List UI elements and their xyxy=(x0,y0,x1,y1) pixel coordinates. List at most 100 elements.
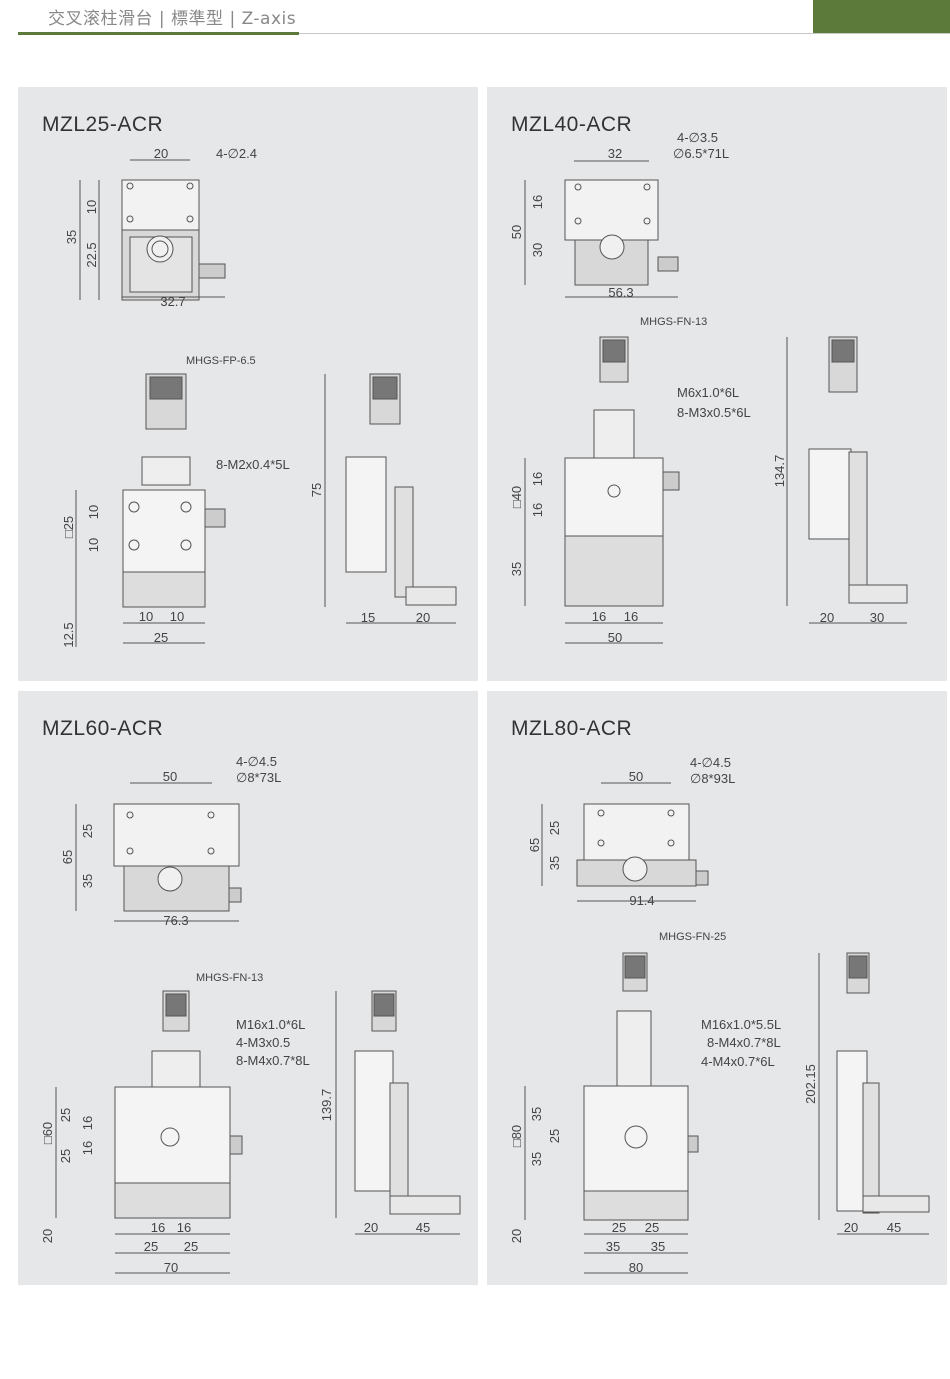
micrometer-label: MHGS-FN-13 xyxy=(196,972,263,984)
dim-overall: 56.3 xyxy=(608,285,633,300)
holes2-label: 4-M4x0.7*6L xyxy=(701,1054,775,1069)
dim-w3: 25 xyxy=(144,1239,158,1254)
dim-v2: 25 xyxy=(547,1129,562,1143)
panel-mzl25: MZL25-ACR 20 4-∅2.4 10 22.5 35 32.7 MHGS… xyxy=(18,87,478,681)
dim-w2: 10 xyxy=(170,609,184,624)
dim-v1: 25 xyxy=(58,1108,73,1122)
dim-sq: □40 xyxy=(509,486,524,508)
labels-mzl60: 50 4-∅4.5 ∅8*73L 25 35 65 76.3 MHGS-FN-1… xyxy=(40,754,430,1275)
holes-label: 8-M2x0.4*5L xyxy=(216,457,290,472)
dim-side-w2: 45 xyxy=(416,1220,430,1235)
holes-label: 8-M3x0.5*6L xyxy=(677,405,751,420)
panel-mzl40: MZL40-ACR 32 4-∅3.5 ∅6.5*71L 16 30 50 56… xyxy=(487,87,947,681)
micrometer-label: MHGS-FN-25 xyxy=(659,931,726,943)
dim-bottom: 12.5 xyxy=(61,622,76,647)
dim-total-w: 25 xyxy=(154,630,168,645)
dim-w2: 25 xyxy=(645,1220,659,1235)
labels-mzl40: 32 4-∅3.5 ∅6.5*71L 16 30 50 56.3 MHGS-FN… xyxy=(509,130,884,645)
dim-overall: 76.3 xyxy=(163,913,188,928)
dim-v1: 16 xyxy=(530,472,545,486)
holes-label: 8-M4x0.7*8L xyxy=(707,1035,781,1050)
dim-sq: □60 xyxy=(40,1122,55,1144)
dim-v3: 35 xyxy=(529,1152,544,1166)
dim-total: 35 xyxy=(64,230,79,244)
thread-label: M6x1.0*6L xyxy=(677,385,739,400)
dim-total-w: 80 xyxy=(629,1260,643,1275)
holes-label: 4-M3x0.5 xyxy=(236,1035,290,1050)
dim-side-w2: 30 xyxy=(870,610,884,625)
dim-w4: 35 xyxy=(651,1239,665,1254)
dim-h1: 25 xyxy=(80,824,95,838)
dim-w3: 35 xyxy=(606,1239,620,1254)
header-color-block xyxy=(813,0,950,33)
dim-v1: 35 xyxy=(529,1107,544,1121)
panel-mzl60: MZL60-ACR 50 4-∅4.5 ∅8*73L 25 35 65 76.3… xyxy=(18,691,478,1285)
dim-side-height: 139.7 xyxy=(319,1089,334,1122)
dim-side-w2: 20 xyxy=(416,610,430,625)
dim-w1: 10 xyxy=(139,609,153,624)
thread-label: M16x1.0*6L xyxy=(236,1017,305,1032)
dim-side-w1: 15 xyxy=(361,610,375,625)
dim-h2: 30 xyxy=(530,243,545,257)
dim-holes2: ∅8*93L xyxy=(690,771,735,786)
dim-top-width: 50 xyxy=(163,769,177,784)
labels-mzl25: 20 4-∅2.4 10 22.5 35 32.7 MHGS-FP-6.5 8-… xyxy=(61,146,430,648)
dim-holes: 4-∅4.5 xyxy=(236,754,277,769)
dim-w4: 25 xyxy=(184,1239,198,1254)
dim-side-height: 202.15 xyxy=(803,1064,818,1104)
dim-w2: 16 xyxy=(177,1220,191,1235)
dim-h1: 10 xyxy=(84,200,99,214)
dim-h2: 35 xyxy=(80,874,95,888)
dim-w1: 25 xyxy=(612,1220,626,1235)
dim-total-w: 70 xyxy=(164,1260,178,1275)
dim-top-width: 20 xyxy=(154,146,168,161)
dim-v4: 25 xyxy=(58,1149,73,1163)
dim-v3: 16 xyxy=(80,1141,95,1155)
dim-h2: 35 xyxy=(547,856,562,870)
dim-bottom: 35 xyxy=(509,562,524,576)
dim-overall: 91.4 xyxy=(629,893,654,908)
panel-title: MZL80-ACR xyxy=(511,717,633,740)
labels-mzl80: 50 4-∅4.5 ∅8*93L 25 35 65 91.4 MHGS-FN-2… xyxy=(509,755,901,1275)
dim-holes: 4-∅4.5 xyxy=(690,755,731,770)
drawing-mzl25 xyxy=(75,159,457,647)
dim-v2: 16 xyxy=(80,1116,95,1130)
dim-v2: 16 xyxy=(530,503,545,517)
micrometer-label: MHGS-FN-13 xyxy=(640,316,707,328)
dim-sq: □25 xyxy=(61,516,76,538)
dim-side-height: 134.7 xyxy=(772,455,787,488)
dim-h1: 25 xyxy=(547,821,562,835)
dim-bottom: 20 xyxy=(509,1229,524,1243)
dim-top-width: 50 xyxy=(629,769,643,784)
dim-w1: 16 xyxy=(592,609,606,624)
dim-holes2: ∅8*73L xyxy=(236,770,281,785)
panel-title: MZL40-ACR xyxy=(511,113,633,136)
thread-label: M16x1.0*5.5L xyxy=(701,1017,781,1032)
drawing-mzl80 xyxy=(524,782,930,1274)
dim-total: 65 xyxy=(60,850,75,864)
dim-side-w1: 20 xyxy=(844,1220,858,1235)
dim-side-height: 75 xyxy=(309,483,324,497)
dim-bottom: 20 xyxy=(40,1229,55,1243)
dim-side-w2: 45 xyxy=(887,1220,901,1235)
dim-total: 50 xyxy=(509,225,524,239)
dim-v2: 10 xyxy=(86,538,101,552)
dim-holes: 4-∅3.5 xyxy=(677,130,718,145)
dim-holes2: ∅6.5*71L xyxy=(673,146,729,161)
holes2-label: 8-M4x0.7*8L xyxy=(236,1053,310,1068)
dim-w2: 16 xyxy=(624,609,638,624)
dim-v1: 10 xyxy=(86,505,101,519)
drawing-mzl40 xyxy=(524,160,908,644)
dim-total: 65 xyxy=(527,838,542,852)
panel-mzl80: MZL80-ACR 50 4-∅4.5 ∅8*93L 25 35 65 91.4… xyxy=(487,691,947,1285)
dim-total-w: 50 xyxy=(608,630,622,645)
dim-w1: 16 xyxy=(151,1220,165,1235)
header-rule xyxy=(18,33,950,34)
panel-title: MZL60-ACR xyxy=(42,717,164,740)
dim-side-w1: 20 xyxy=(364,1220,378,1235)
dim-h2: 22.5 xyxy=(84,242,99,267)
dim-sq: □80 xyxy=(509,1125,524,1147)
dim-top-width: 32 xyxy=(608,146,622,161)
dim-overall: 32.7 xyxy=(160,294,185,309)
drawing-mzl60 xyxy=(55,782,461,1274)
